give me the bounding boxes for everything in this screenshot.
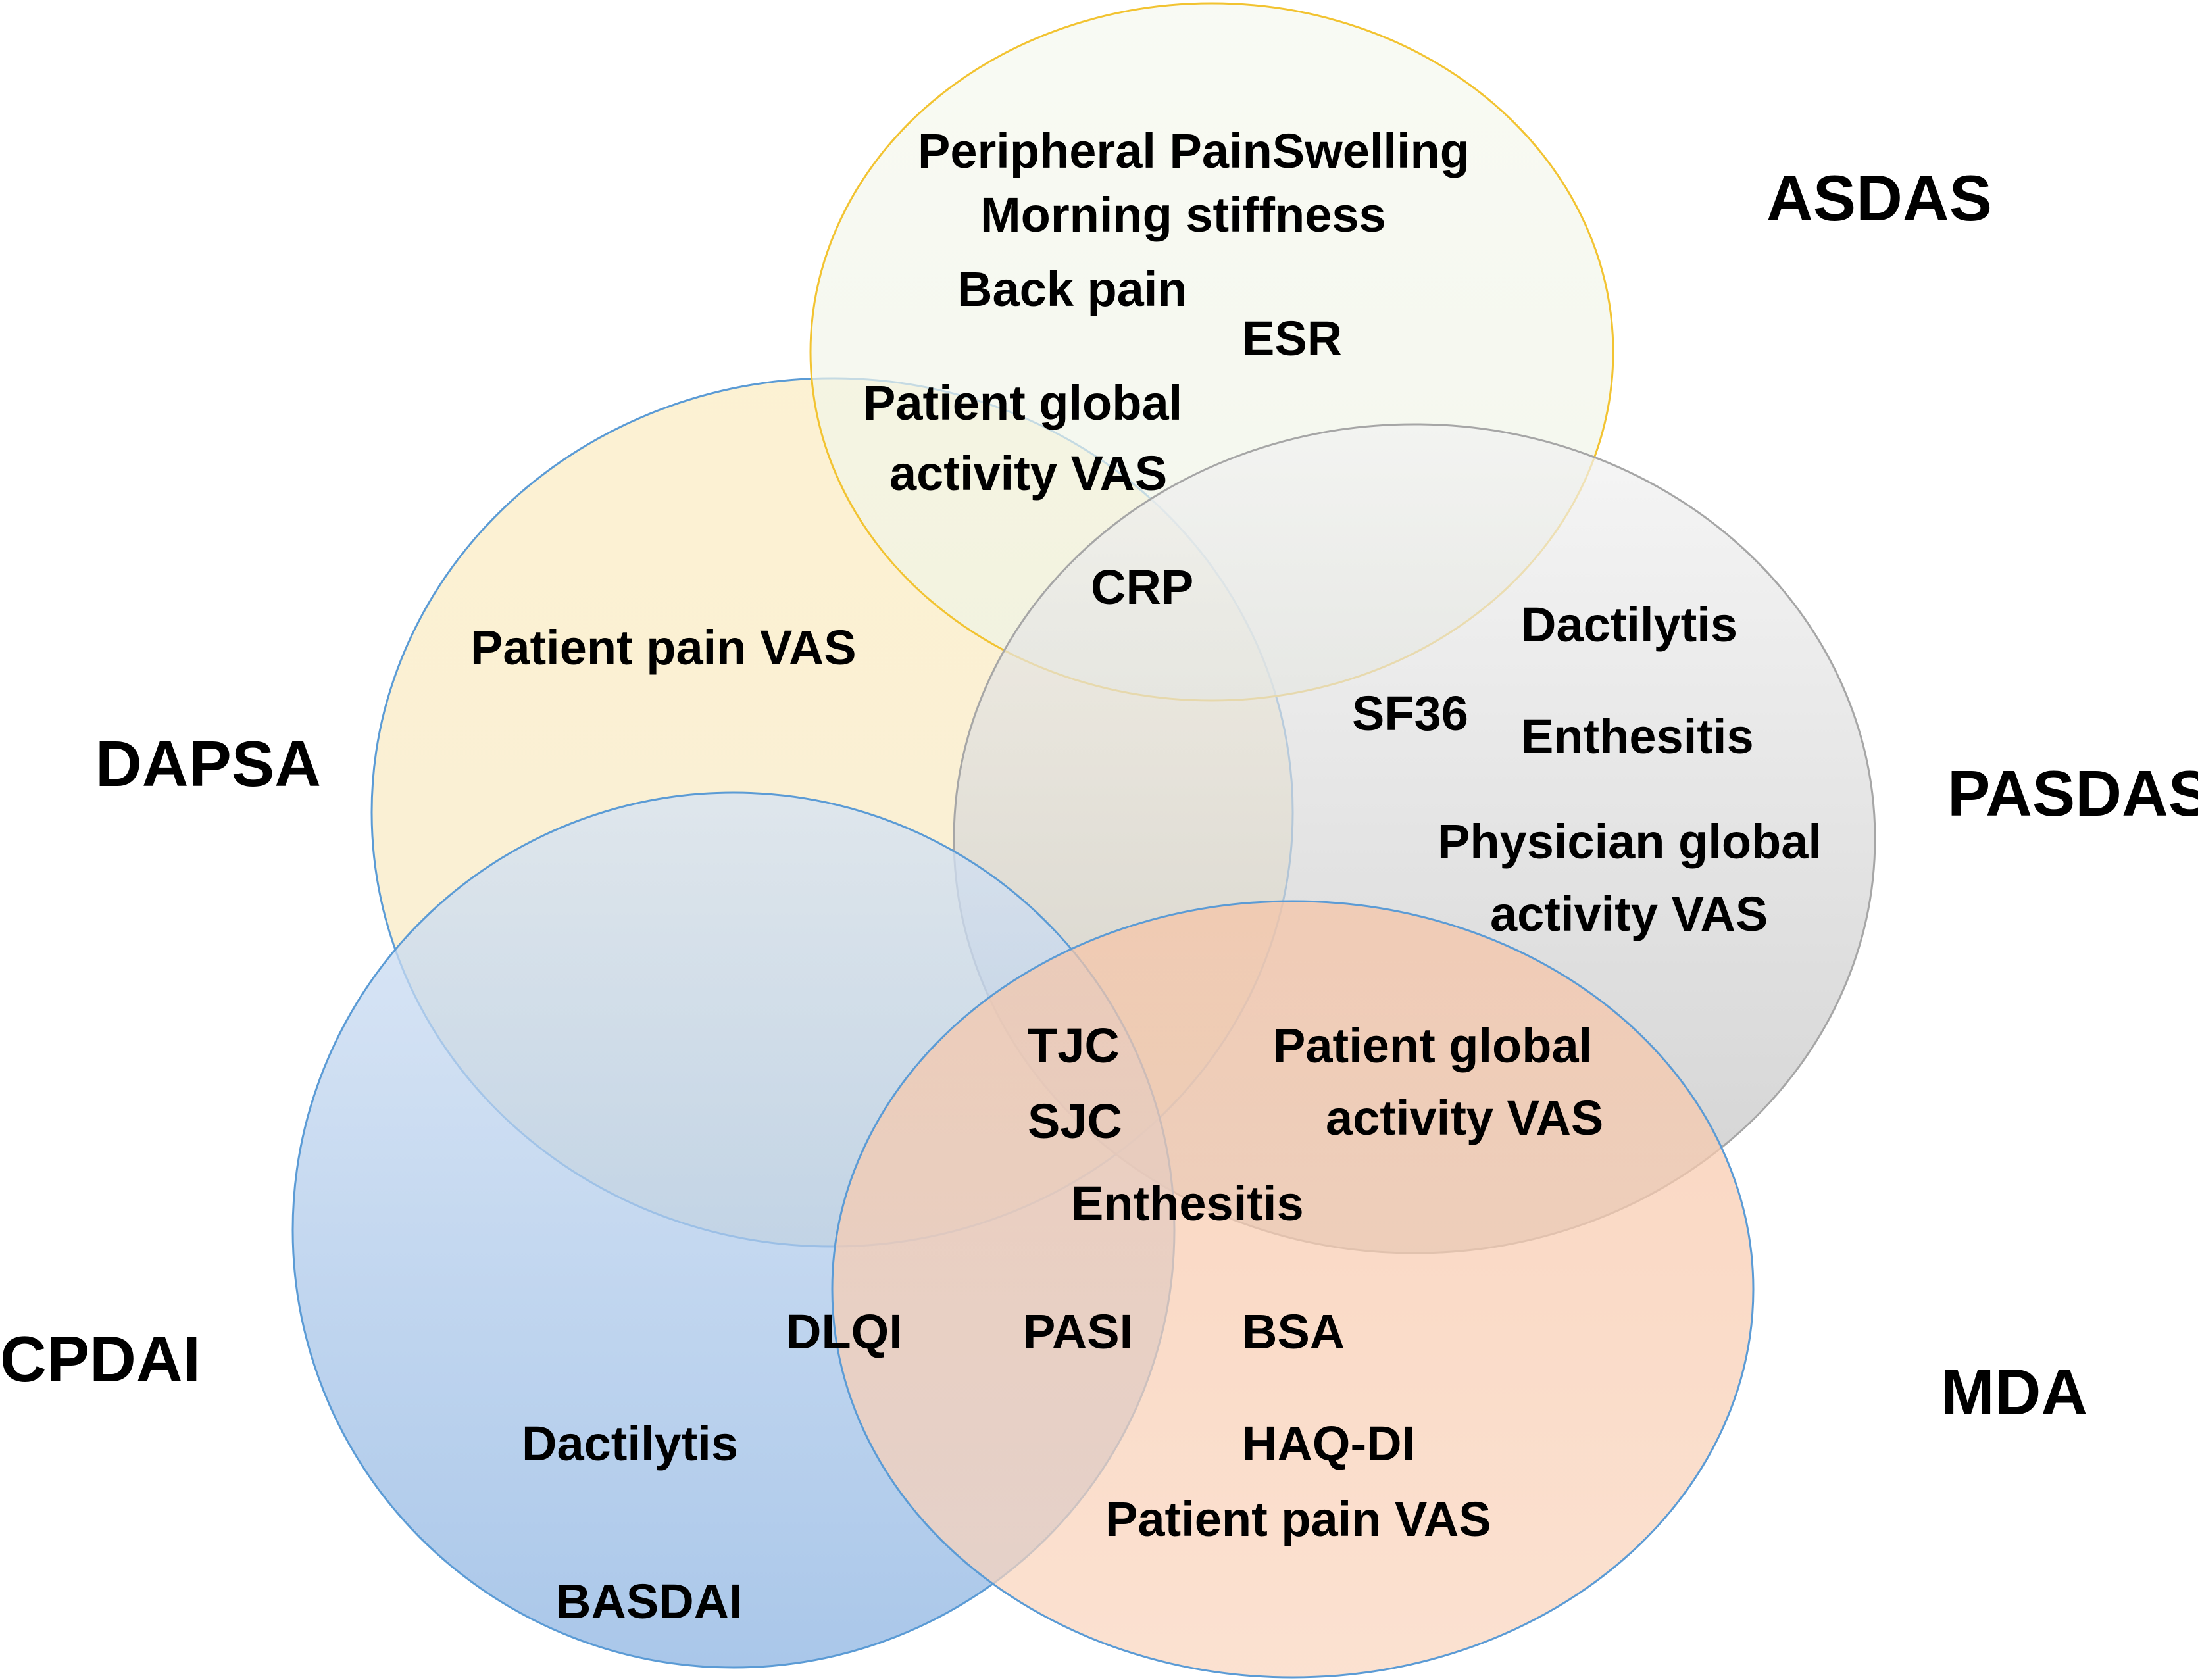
item-bsa: BSA [1242,1304,1345,1359]
item-patient-global-mda-1: Patient global [1273,1018,1592,1073]
set-label-dapsa: DAPSA [95,728,321,800]
item-morning-stiffness: Morning stiffness [980,187,1386,242]
item-enthesitis-pasdas: Enthesitis [1521,709,1754,764]
item-patient-global-mda-2: activity VAS [1326,1091,1603,1145]
item-patient-global-asdas-2: activity VAS [889,446,1167,501]
item-haq-di: HAQ-DI [1242,1416,1415,1471]
set-label-pasdas: PASDAS [1947,757,2198,829]
item-patient-global-asdas-1: Patient global [863,376,1182,430]
item-dlqi: DLQI [786,1304,903,1359]
item-enthesitis-shared: Enthesitis [1071,1176,1304,1231]
set-label-asdas: ASDAS [1766,162,1992,234]
item-dactylitis-pasdas: Dactilytis [1521,597,1737,652]
set-label-cpdai: CPDAI [0,1323,201,1395]
item-back-pain: Back pain [957,262,1187,316]
item-physician-global-2: activity VAS [1490,887,1768,941]
item-patient-pain-vas-mda: Patient pain VAS [1105,1492,1491,1546]
item-esr: ESR [1242,311,1342,366]
item-patient-pain-vas-dapsa: Patient pain VAS [470,620,857,675]
mda-ellipse [831,900,1755,1679]
item-sjc: SJC [1028,1094,1122,1149]
item-tjc: TJC [1028,1018,1120,1073]
set-label-mda: MDA [1941,1356,2087,1428]
item-crp: CRP [1091,560,1193,614]
item-basdai: BASDAI [556,1574,743,1629]
item-pasi: PASI [1023,1304,1133,1359]
item-dactylitis-cpdai: Dactilytis [522,1416,738,1471]
item-physician-global-1: Physician global [1437,814,1822,869]
item-sf36: SF36 [1352,686,1468,741]
item-peripheral-pain-swelling: Peripheral PainSwelling [918,124,1470,178]
